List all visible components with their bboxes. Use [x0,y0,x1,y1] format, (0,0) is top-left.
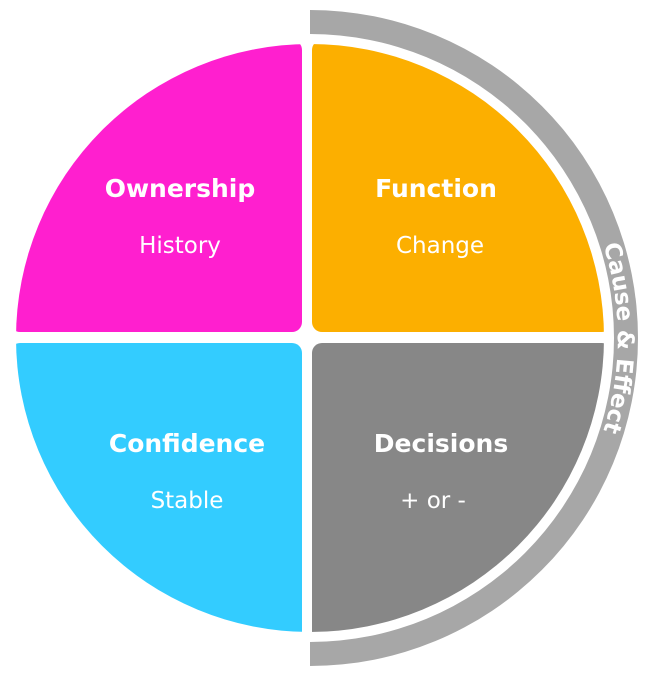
decisions-title: Decisions [374,429,508,458]
function-title: Function [375,174,497,203]
ownership-subtitle: History [139,233,221,259]
cause-effect-label: Cause & Effect [598,239,638,436]
confidence-subtitle: Stable [151,488,224,514]
function-subtitle: Change [396,233,484,259]
decisions-subtitle: + or - [400,488,466,514]
ownership-title: Ownership [105,174,256,203]
confidence-title: Confidence [109,429,265,458]
